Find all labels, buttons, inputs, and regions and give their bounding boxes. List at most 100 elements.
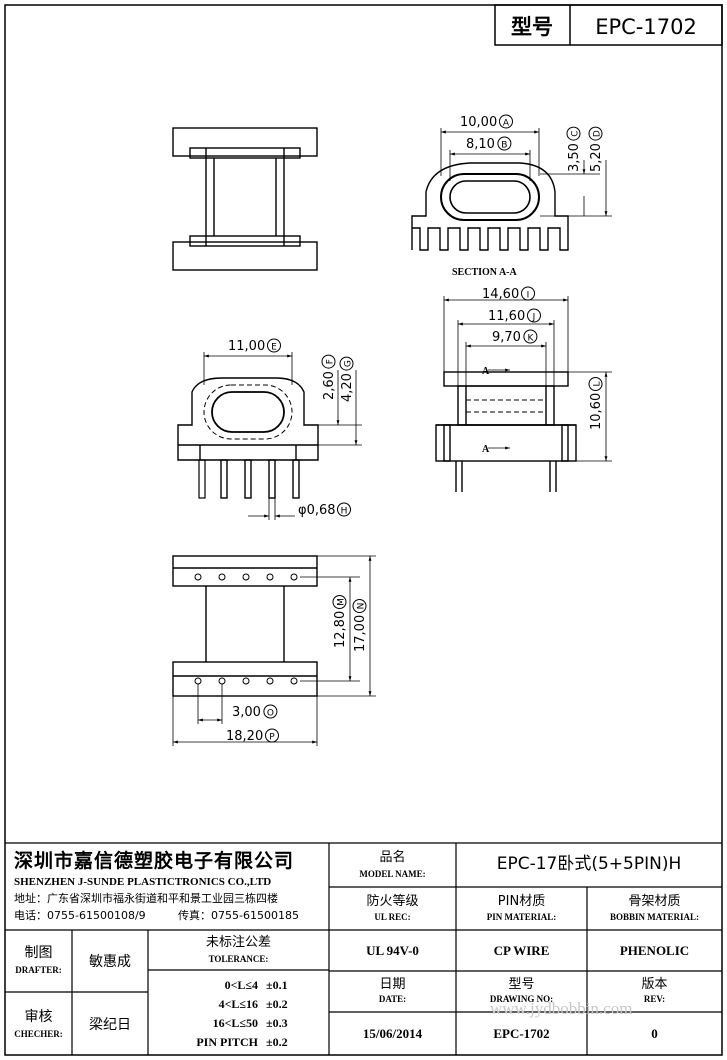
dimension-value: 18,20	[226, 729, 263, 744]
dimension-id: C	[571, 130, 581, 136]
header-model-label: 型号	[511, 15, 553, 39]
dimension-id-circle	[588, 377, 603, 391]
dimension-value: 11,00	[228, 339, 265, 354]
tolerance-row: PIN PITCH ±0.2	[148, 1033, 329, 1052]
tolerance-row: 16<L≤50 ±0.3	[148, 1014, 329, 1033]
dimension-value: 2,60	[322, 371, 337, 400]
dimension-value: 3,00	[232, 705, 261, 720]
dimension-value: 8,10	[466, 137, 495, 152]
section-title: SECTION A-A	[452, 267, 518, 278]
drafter-label-cn: 制图	[24, 945, 53, 961]
dimension-id: G	[344, 360, 354, 367]
drawing-no-label-cn: 型号	[508, 977, 535, 992]
dimension-n: 17,00N	[352, 599, 368, 652]
dimension-value: φ0,68	[298, 503, 336, 518]
front-view	[177, 352, 362, 520]
drafter-label-en: DRAFTER:	[15, 965, 62, 975]
tolerance-range: PIN PITCH	[196, 1035, 258, 1049]
dimension-id-circle	[265, 728, 279, 743]
ul-rec-label-en: UL REC:	[374, 912, 411, 922]
date-label-en: DATE:	[378, 994, 407, 1004]
ul-rec-value: UL 94V-0	[366, 943, 419, 958]
dimension-value: 5,20	[589, 143, 604, 172]
dimension-id-circle	[267, 338, 281, 353]
dimension-id-circle	[332, 595, 347, 609]
drawing-no-value: EPC-1702	[493, 1026, 550, 1041]
dimension-id: F	[326, 359, 336, 364]
tolerance-value: ±0.3	[266, 1016, 288, 1030]
dimension-c: 3,50 C	[566, 126, 582, 172]
dimension-id-circle	[321, 354, 336, 369]
dimension-id: L	[593, 381, 603, 386]
sheet-border	[4, 4, 723, 1056]
dimension-id-circle	[527, 308, 541, 323]
drawing-no-label-en: DRAWING NO:	[489, 994, 554, 1004]
title-block-grid	[5, 842, 722, 1055]
dimension-j: 11,60 J	[488, 308, 541, 324]
company-phone: 电话：0755-61500108/9	[14, 909, 146, 922]
dimension-id: B	[501, 141, 507, 151]
dimension-value: 14,60	[482, 287, 519, 302]
dimension-id: M	[337, 598, 347, 606]
dimension-id-circle	[497, 136, 512, 151]
header-model-value: EPC-1702	[595, 15, 697, 39]
dimension-id-circle	[339, 356, 354, 371]
dimension-id-circle	[337, 502, 351, 517]
dimension-h: φ0,68 H	[298, 502, 351, 518]
tolerance-range: 16<L≤50	[212, 1016, 258, 1030]
dimension-id-circle	[263, 704, 278, 719]
tolerance-row: 0<L≤4 ±0.1	[148, 976, 329, 995]
dimension-id: H	[341, 507, 348, 517]
tolerance-label-cn: 未标注公差	[205, 935, 271, 950]
drafter-value: 敏惠成	[89, 954, 131, 970]
dimension-f: 2,60 F	[321, 354, 337, 400]
section-view	[411, 128, 612, 251]
watermark: www.jydbobbin.com	[490, 999, 633, 1018]
pin-material-value: CP WIRE	[493, 943, 550, 958]
model-name-label-cn: 品名	[379, 850, 406, 865]
rev-value: 0	[651, 1026, 658, 1041]
dimension-value: 11,60	[488, 309, 525, 324]
dimension-id: O	[267, 709, 274, 719]
pin-material-label-en: PIN MATERIAL:	[486, 912, 557, 922]
checker-value: 梁纪日	[89, 1017, 131, 1033]
dimension-value: 9,70	[492, 330, 521, 345]
company-name-en: SHENZHEN J-SUNDE PLASTICTRONICS CO.,LTD	[14, 876, 272, 888]
dimension-k: 9,70 K	[492, 329, 538, 345]
dimension-id: J	[532, 313, 536, 323]
dimension-id-circle	[499, 114, 513, 129]
dimension-value: 10,60	[589, 393, 604, 430]
tolerance-label-en: TOLERANCE:	[208, 954, 269, 964]
dimension-value: 4,20	[340, 373, 355, 402]
ul-rec-label-cn: 防火等级	[366, 894, 419, 909]
dimension-id: K	[527, 334, 534, 344]
tolerance-value: ±0.2	[266, 997, 288, 1011]
dimension-value: 12,80	[333, 611, 348, 648]
dimension-id-circle	[523, 329, 538, 344]
rev-label-en: REV:	[643, 994, 666, 1004]
company-name-cn: 深圳市嘉信德塑胶电子有限公司	[14, 850, 295, 872]
checker-label-en: CHECHER:	[14, 1029, 63, 1039]
dimension-id-circle	[521, 286, 535, 301]
date-label-cn: 日期	[379, 977, 406, 992]
dimension-id: N	[357, 603, 367, 610]
top-view	[172, 127, 318, 271]
dimension-value: 3,50	[567, 143, 582, 172]
tolerance-row: 4<L≤16 ±0.2	[148, 995, 329, 1014]
side-view	[435, 296, 612, 492]
bobbin-material-value: PHENOLIC	[619, 943, 690, 958]
tolerance-value: ±0.1	[266, 978, 288, 992]
rev-label-cn: 版本	[641, 977, 668, 992]
bottom-view	[172, 555, 376, 746]
dimension-id: D	[593, 130, 603, 137]
dimension-d: 5,20 D	[588, 126, 604, 172]
tolerance-range: 0<L≤4	[224, 978, 258, 992]
bobbin-material-label-cn: 骨架材质	[628, 894, 681, 909]
section-marker-bottom: A	[482, 444, 490, 455]
